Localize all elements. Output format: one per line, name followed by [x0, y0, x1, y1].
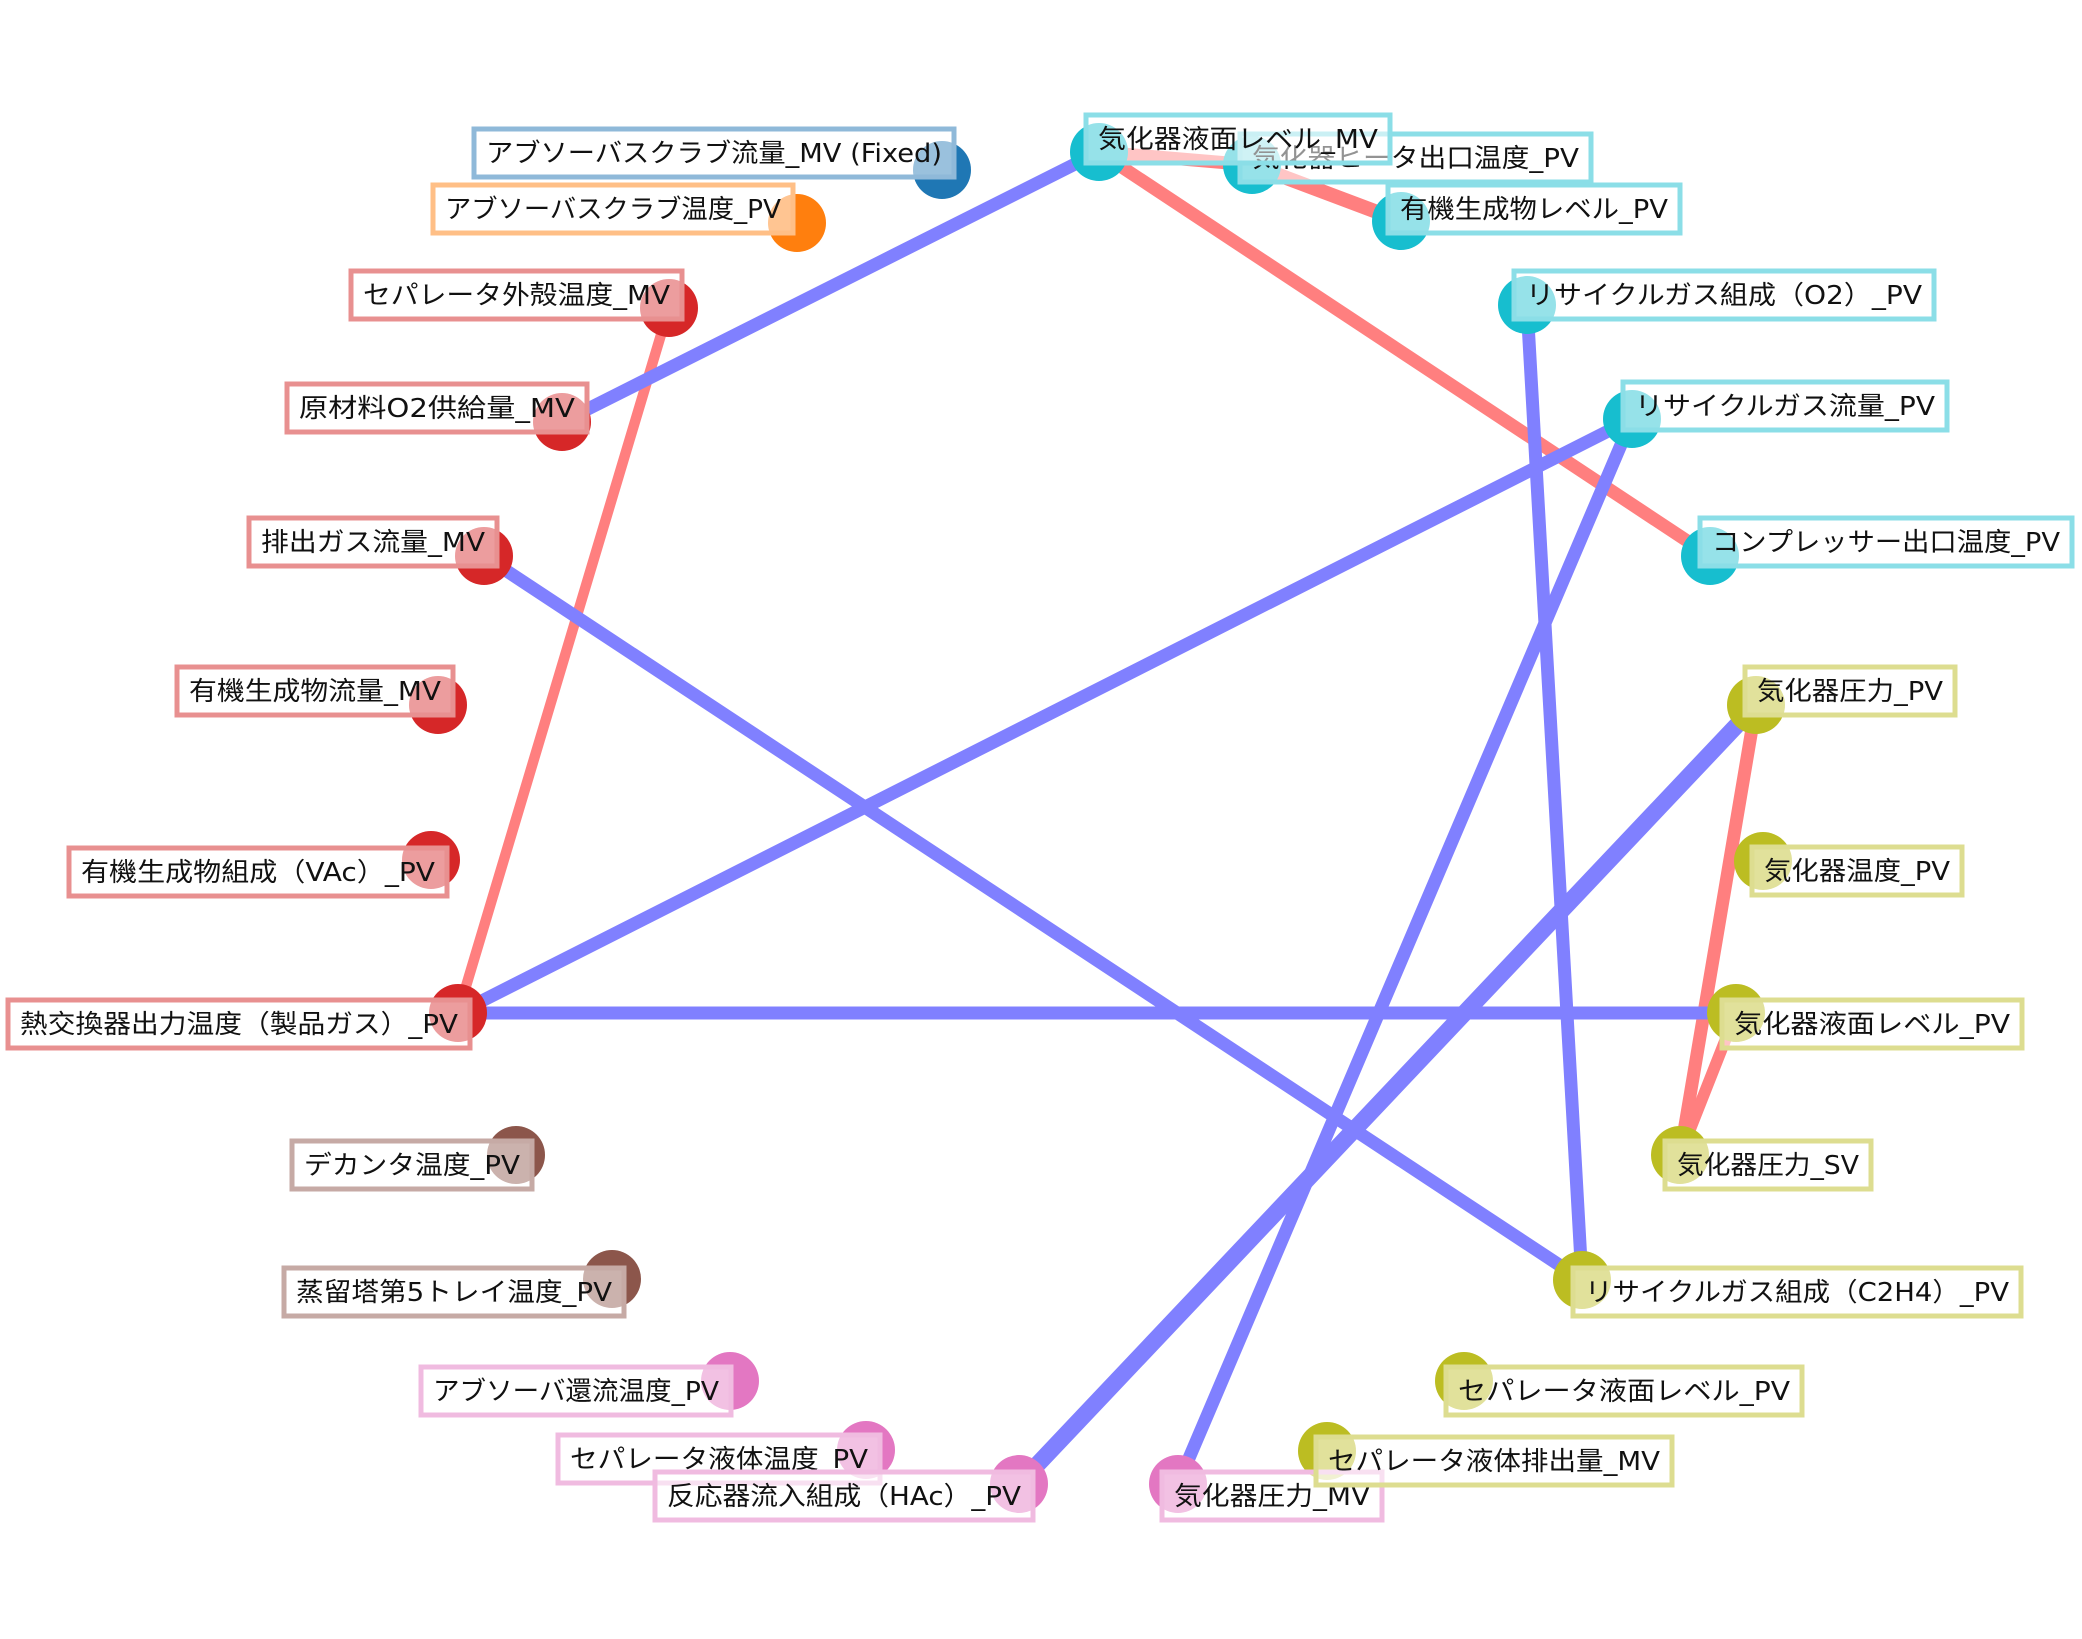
node-label-n27[interactable]: 気化器液面レベル_MV — [1083, 112, 1393, 166]
edge-negative-n4-n27 — [555, 145, 1106, 429]
label-box — [652, 1469, 1036, 1523]
label-box — [1719, 997, 2025, 1051]
label-box — [1620, 379, 1950, 433]
edge-positive-n21-n18 — [1673, 698, 1763, 1162]
node-label-n7[interactable]: 有機生成物組成（VAc）_PV — [66, 845, 450, 899]
label-box — [1443, 1364, 1805, 1418]
label-box — [1083, 112, 1393, 166]
label-box — [66, 845, 450, 899]
edge-negative-n23-n14 — [1171, 412, 1639, 1491]
node-label-n15[interactable]: セパレータ液体排出量_MV — [1313, 1434, 1675, 1488]
label-text: デカンタ温度_PV — [304, 1151, 520, 1181]
label-text: アブソーバスクラブ流量_MV (Fixed) — [486, 139, 942, 169]
node-label-n5[interactable]: 排出ガス流量_MV — [246, 515, 500, 569]
node-label-n2[interactable]: アブソーバスクラブ温度_PV — [430, 182, 796, 236]
label-box — [5, 997, 473, 1051]
label-box — [281, 1265, 627, 1319]
node-label-n8[interactable]: 熱交換器出力温度（製品ガス）_PV — [5, 997, 473, 1051]
label-text: リサイクルガス組成（O2）_PV — [1526, 281, 1922, 311]
label-text: セパレータ外殻温度_MV — [363, 281, 670, 311]
node-label-n24[interactable]: リサイクルガス組成（O2）_PV — [1511, 268, 1937, 322]
label-box — [174, 664, 456, 718]
label-text: 有機生成物流量_MV — [189, 677, 441, 707]
node-label-n23[interactable]: リサイクルガス流量_PV — [1620, 379, 1950, 433]
label-box — [1749, 844, 1965, 898]
edge-negative-n24-n17 — [1520, 298, 1589, 1287]
edge-negative-n8-n23 — [451, 412, 1639, 1020]
label-box — [430, 182, 796, 236]
label-text: 熱交換器出力温度（製品ガス）_PV — [20, 1010, 458, 1040]
node-label-n9[interactable]: デカンタ温度_PV — [289, 1138, 535, 1192]
label-box — [1697, 515, 2075, 569]
label-text: リサイクルガス流量_PV — [1635, 392, 1935, 422]
node-label-n16[interactable]: セパレータ液面レベル_PV — [1443, 1364, 1805, 1418]
label-box — [1313, 1434, 1675, 1488]
label-box — [471, 126, 957, 180]
node-label-n19[interactable]: 気化器液面レベル_PV — [1719, 997, 2025, 1051]
label-box — [1742, 664, 1958, 718]
node-label-n18[interactable]: 気化器圧力_SV — [1662, 1138, 1874, 1192]
label-box — [1385, 182, 1683, 236]
node-label-n3[interactable]: セパレータ外殻温度_MV — [348, 268, 685, 322]
edge-negative-n5-n17 — [477, 549, 1589, 1287]
label-text: アブソーバ還流温度_PV — [433, 1377, 719, 1407]
label-box — [246, 515, 500, 569]
node-label-n25[interactable]: 有機生成物レベル_PV — [1385, 182, 1683, 236]
label-text: 気化器液面レベル_MV — [1098, 125, 1378, 155]
label-box — [1662, 1138, 1874, 1192]
label-box — [418, 1364, 734, 1418]
label-text: 気化器圧力_SV — [1677, 1151, 1859, 1181]
label-text: リサイクルガス組成（C2H4）_PV — [1585, 1278, 2009, 1308]
label-text: 排出ガス流量_MV — [261, 528, 485, 558]
label-text: コンプレッサー出口温度_PV — [1712, 528, 2060, 558]
label-text: 気化器液面レベル_PV — [1734, 1010, 2010, 1040]
label-text: セパレータ液体排出量_MV — [1328, 1447, 1660, 1477]
label-text: 気化器圧力_PV — [1757, 677, 1943, 707]
label-text: 反応器流入組成（HAc）_PV — [667, 1482, 1021, 1512]
node-label-n22[interactable]: コンプレッサー出口温度_PV — [1697, 515, 2075, 569]
edge-negative-n21-n13 — [1010, 696, 1765, 1493]
node-label-n1[interactable]: アブソーバスクラブ流量_MV (Fixed) — [471, 126, 957, 180]
label-text: アブソーバスクラブ温度_PV — [445, 195, 781, 225]
label-box — [1511, 268, 1937, 322]
node-label-n20[interactable]: 気化器温度_PV — [1749, 844, 1965, 898]
node-label-n10[interactable]: 蒸留塔第5トレイ温度_PV — [281, 1265, 627, 1319]
node-label-n4[interactable]: 原材料O2供給量_MV — [284, 381, 590, 435]
label-box — [348, 268, 685, 322]
node-label-n21[interactable]: 気化器圧力_PV — [1742, 664, 1958, 718]
node-label-n6[interactable]: 有機生成物流量_MV — [174, 664, 456, 718]
label-box — [1570, 1265, 2024, 1319]
node-label-n11[interactable]: アブソーバ還流温度_PV — [418, 1364, 734, 1418]
label-box — [289, 1138, 535, 1192]
node-label-n17[interactable]: リサイクルガス組成（C2H4）_PV — [1570, 1265, 2024, 1319]
label-text: セパレータ液面レベル_PV — [1458, 1377, 1790, 1407]
label-text: 有機生成物レベル_PV — [1400, 195, 1668, 225]
label-text: 有機生成物組成（VAc）_PV — [81, 858, 435, 888]
label-text: 気化器温度_PV — [1764, 857, 1950, 887]
label-text: 蒸留塔第5トレイ温度_PV — [296, 1278, 612, 1308]
label-text: 原材料O2供給量_MV — [299, 394, 575, 424]
labels-layer: アブソーバスクラブ流量_MV (Fixed) アブソーバスクラブ温度_PV セパレー… — [5, 112, 2075, 1523]
edge-positive-n3-n8 — [452, 302, 675, 1019]
label-box — [284, 381, 590, 435]
node-label-n13[interactable]: 反応器流入組成（HAc）_PV — [652, 1469, 1036, 1523]
